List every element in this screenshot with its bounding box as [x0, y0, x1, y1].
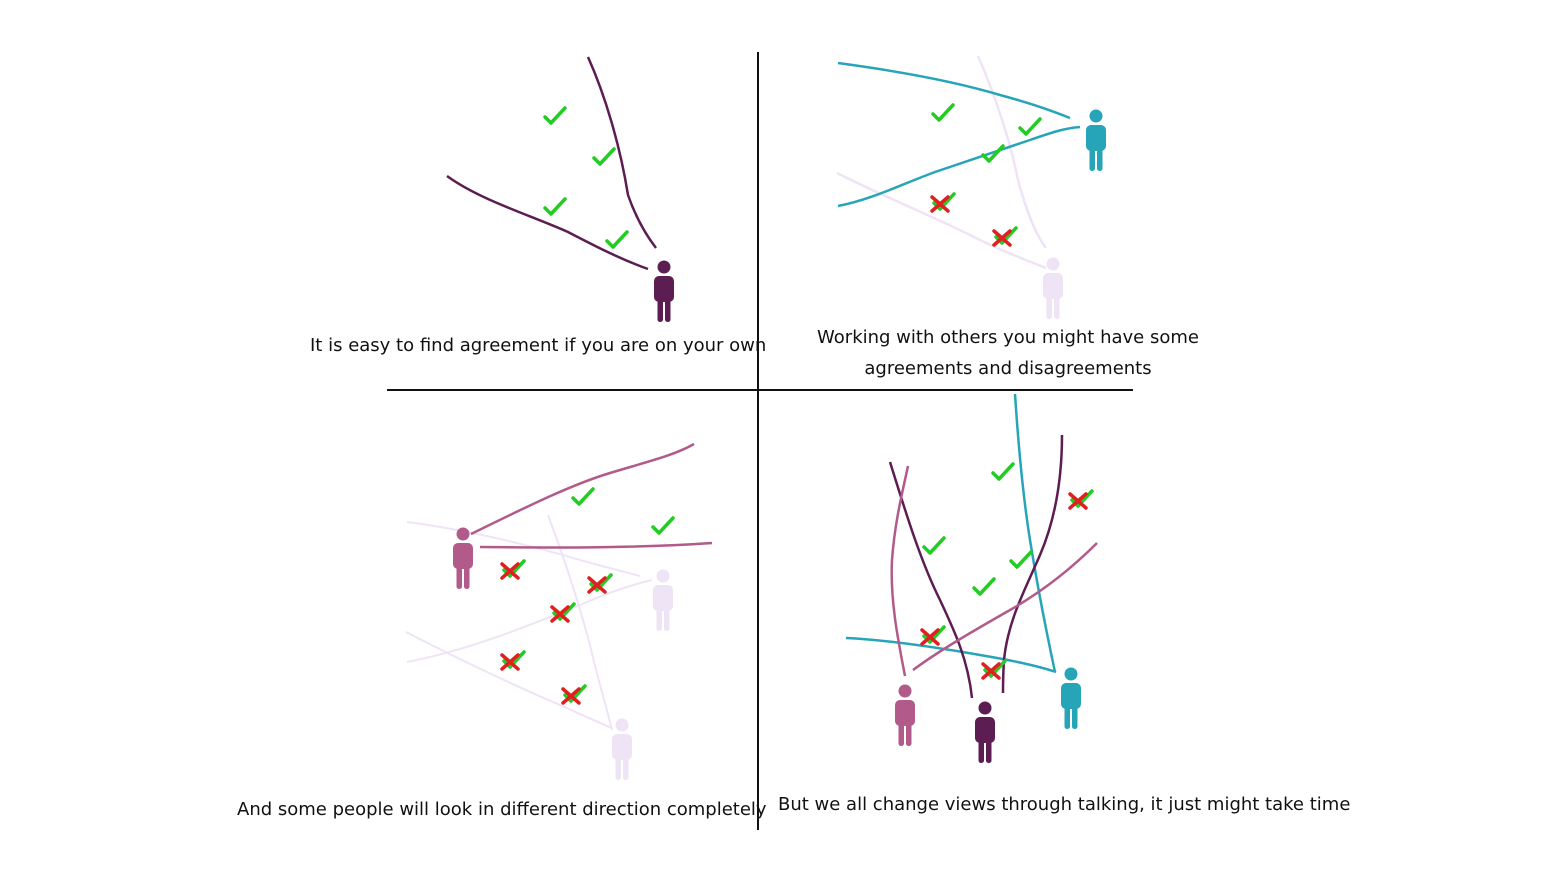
- panel-bottom-left: [405, 442, 713, 780]
- view-line: [912, 542, 1098, 672]
- check-icon: [922, 536, 946, 555]
- view-line: [586, 56, 657, 249]
- check-icon: [592, 147, 616, 166]
- check-icon: [543, 197, 567, 216]
- check-icon: [1018, 117, 1042, 136]
- view-line: [888, 461, 974, 699]
- disagree-mark: [930, 192, 956, 213]
- person-icon: [654, 260, 674, 322]
- panel-top-right: [836, 55, 1106, 319]
- view-line: [837, 61, 1071, 120]
- view-line: [836, 171, 1047, 270]
- view-line: [470, 442, 695, 536]
- caption-bottom-left: And some people will look in different d…: [237, 799, 767, 820]
- view-line: [446, 174, 649, 271]
- caption-bottom-right: But we all change views through talking,…: [778, 794, 1351, 815]
- person-icon: [1086, 109, 1106, 171]
- check-icon: [651, 516, 675, 535]
- person-icon: [975, 701, 995, 763]
- person-icon: [653, 569, 673, 631]
- disagree-mark: [981, 659, 1007, 680]
- disagree-mark: [992, 226, 1018, 247]
- view-line: [976, 55, 1047, 249]
- panel-bottom-right: [845, 393, 1098, 763]
- disagree-mark: [561, 684, 587, 705]
- disagree-mark: [500, 650, 526, 671]
- panel-top-left: [446, 56, 674, 322]
- disagree-mark: [587, 573, 613, 594]
- caption-top-left: It is easy to find agreement if you are …: [310, 335, 767, 356]
- disagree-mark: [550, 602, 576, 623]
- view-line: [405, 631, 613, 729]
- check-icon: [571, 487, 595, 506]
- caption-top-right: Working with others you might have some …: [817, 327, 1199, 379]
- view-line: [547, 514, 613, 731]
- person-icon: [612, 718, 632, 780]
- check-icon: [605, 230, 629, 249]
- person-icon: [453, 527, 473, 589]
- check-icon: [991, 462, 1015, 481]
- check-icon: [931, 103, 955, 122]
- check-icon: [1009, 550, 1033, 569]
- check-icon: [972, 577, 996, 596]
- view-line: [837, 125, 1081, 208]
- view-line: [479, 541, 713, 549]
- person-icon: [1061, 667, 1081, 729]
- view-line: [406, 521, 641, 577]
- view-line: [890, 465, 910, 677]
- person-icon: [895, 684, 915, 746]
- view-line: [1013, 393, 1057, 673]
- view-line: [406, 579, 653, 663]
- disagree-mark: [920, 625, 946, 646]
- view-line: [845, 636, 1057, 674]
- disagree-mark: [1068, 489, 1094, 510]
- disagree-mark: [500, 559, 526, 580]
- view-line: [1001, 434, 1064, 694]
- check-icon: [543, 106, 567, 125]
